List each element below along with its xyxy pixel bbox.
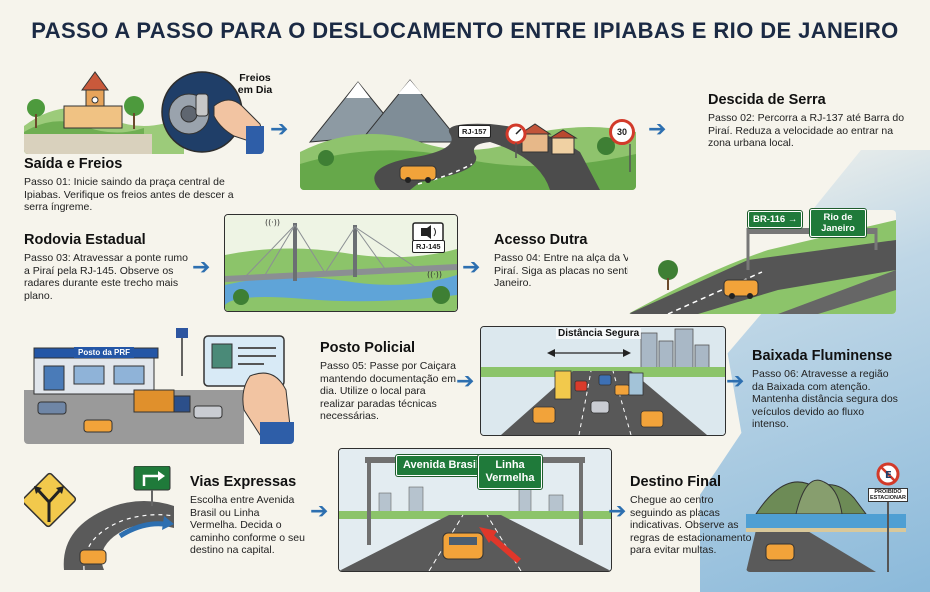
rj145-plate: RJ-145 xyxy=(412,240,445,253)
step-6: Baixada Fluminense Passo 06: Atravesse a… xyxy=(752,348,902,431)
prf-label: Posto da PRF xyxy=(74,347,135,358)
freios-callout: Freios em Dia xyxy=(237,72,273,96)
svg-text:E: E xyxy=(885,470,892,481)
step-3-title: Rodovia Estadual xyxy=(24,232,146,248)
illustration-vias-expressas xyxy=(24,466,184,570)
brake-disc-icon xyxy=(168,93,210,135)
illustration-ponte-rj145: ((·)) ((·)) xyxy=(224,214,458,312)
turn-right-icon xyxy=(133,466,171,506)
proibido-estacionar-label: PROIBIDO ESTACIONAR xyxy=(868,488,908,502)
step-1-text: Passo 01: Inicie saindo da praça central… xyxy=(24,176,234,213)
speedometer-icon xyxy=(505,123,527,158)
step-8-text: Chegue ao centro seguindo as placas indi… xyxy=(630,494,752,556)
avenida-brasil-sign: Avenida Brasil xyxy=(394,454,488,477)
arrow-right-icon: ➔ xyxy=(648,116,667,141)
arrow-right-icon: ➔ xyxy=(456,368,475,393)
rj157-plate: RJ-157 xyxy=(458,125,491,138)
illustration-baixada-trafego xyxy=(480,326,726,436)
arrow-right-icon: ➔ xyxy=(270,116,289,141)
step-4-title: Acesso Dutra xyxy=(494,232,588,248)
arrow-right-icon: ➔ xyxy=(192,254,211,279)
no-parking-icon: E xyxy=(876,462,900,486)
step-6-title: Baixada Fluminense xyxy=(752,348,893,364)
step-5-title: Posto Policial xyxy=(320,340,416,356)
step-1-title: Saída e Freios xyxy=(24,156,123,172)
step-1: Saída e Freios Passo 01: Inicie saindo d… xyxy=(24,156,244,214)
page-title: PASSO A PASSO PARA O DESLOCAMENTO ENTRE … xyxy=(31,18,899,43)
radar-icon xyxy=(412,222,444,242)
arrow-right-icon: ➔ xyxy=(310,498,329,523)
step-7-title: Vias Expressas xyxy=(190,474,297,490)
step-8-title: Destino Final xyxy=(630,474,722,490)
arrow-right-icon: ➔ xyxy=(462,254,481,279)
svg-text:((·)): ((·)) xyxy=(265,218,280,227)
step-6-text: Passo 06: Atravesse a região da Baixada … xyxy=(752,368,898,430)
step-5-text: Passo 05: Passe por Caiçara mantendo doc… xyxy=(320,360,457,422)
rio-sign: Rio de Janeiro xyxy=(809,208,867,238)
arrow-right-icon: ➔ xyxy=(608,498,627,523)
step-2-title: Descida de Serra xyxy=(708,92,826,108)
illustration-destino-rio: E xyxy=(746,462,906,572)
step-8: Destino Final Chegue ao centro seguindo … xyxy=(630,474,758,557)
arrow-right-icon: ➔ xyxy=(726,368,745,393)
br116-sign: BR-116 → xyxy=(746,210,804,229)
step-2-text: Passo 02: Percorra a RJ-137 até Barra do… xyxy=(708,112,905,149)
step-2: Descida de Serra Passo 02: Percorra a RJ… xyxy=(708,92,908,150)
step-7-text: Escolha entre Avenida Brasil ou Linha Ve… xyxy=(190,494,305,556)
speed-limit-sign: 30 xyxy=(609,119,635,145)
step-7: Vias Expressas Escolha entre Avenida Bra… xyxy=(190,474,308,557)
illustration-praca-freios xyxy=(24,66,264,154)
illustration-posto-prf xyxy=(24,326,294,444)
linha-vermelha-sign: Linha Vermelha xyxy=(477,454,543,490)
direction-fork-icon xyxy=(24,472,77,528)
step-3: Rodovia Estadual Passo 03: Atravessar a … xyxy=(24,232,189,302)
distancia-segura-label: Distância Segura xyxy=(556,328,642,339)
step-3-text: Passo 03: Atravessar a ponte rumo a Pira… xyxy=(24,252,189,302)
step-5: Posto Policial Passo 05: Passe por Caiça… xyxy=(320,340,456,423)
svg-text:((·)): ((·)) xyxy=(427,270,442,279)
